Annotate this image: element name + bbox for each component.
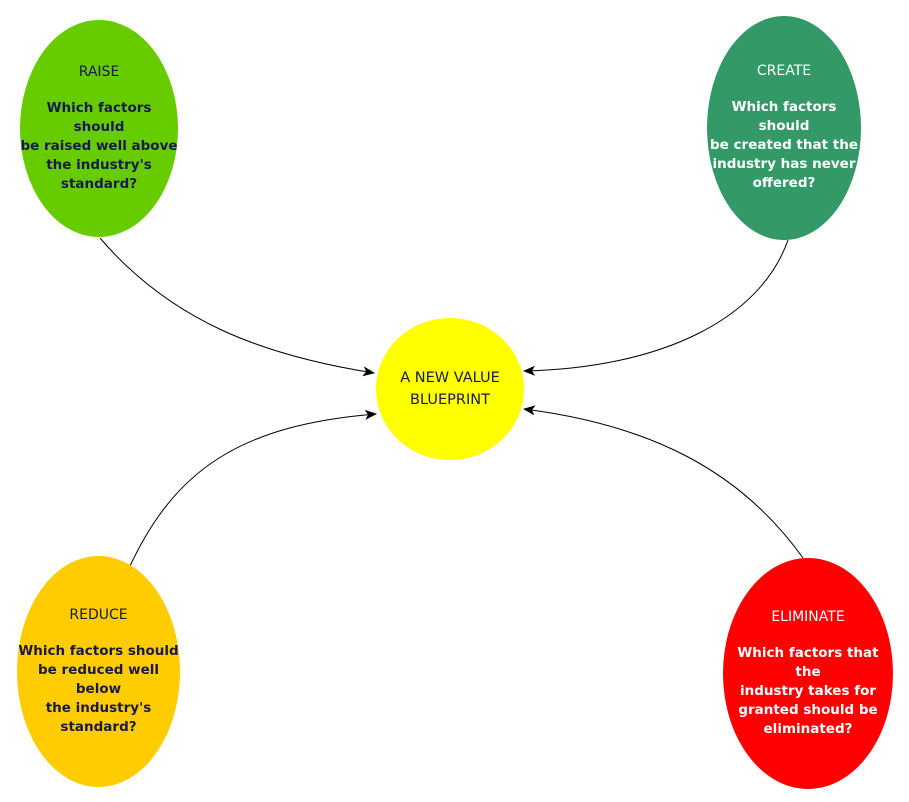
- raise-question-line: the industry's: [46, 156, 152, 173]
- center-node: A NEW VALUE BLUEPRINT: [376, 318, 524, 460]
- raise-node: RAISE Which factors should be raised wel…: [20, 20, 178, 237]
- eliminate-node: ELIMINATE Which factors that the industr…: [723, 558, 893, 789]
- raise-question-line: Which factors should: [46, 99, 152, 135]
- reduce-title: REDUCE: [69, 606, 128, 623]
- center-label-line: BLUEPRINT: [410, 392, 490, 408]
- reduce-question: Which factors should be reduced well bel…: [17, 642, 180, 737]
- eliminate-question-line: Which factors that the: [737, 644, 879, 680]
- create-question-line: offered?: [752, 175, 816, 191]
- raise-title: RAISE: [78, 63, 120, 80]
- eliminate-question-line: granted should be: [738, 701, 878, 718]
- reduce-question-line: Which factors should: [18, 642, 179, 659]
- eliminate-question: Which factors that the industry takes fo…: [723, 644, 893, 739]
- eliminate-question-line: eliminated?: [763, 720, 853, 737]
- raise-question-line: standard?: [60, 175, 138, 192]
- center-label-line: A NEW VALUE: [400, 370, 500, 386]
- reduce-question-line: the industry's: [45, 699, 152, 716]
- create-node: CREATE Which factors should be created t…: [707, 16, 861, 240]
- reduce-question-line: be reduced well below: [37, 661, 159, 697]
- arrow-raise-to-center: [99, 237, 375, 377]
- reduce-question-line: standard?: [60, 718, 137, 735]
- create-question-line: industry has never: [712, 156, 856, 172]
- arrow-reduce-to-center: [129, 409, 377, 567]
- reduce-node: REDUCE Which factors should be reduced w…: [17, 556, 180, 787]
- raise-question: Which factors should be raised well abov…: [20, 99, 178, 194]
- eliminate-title: ELIMINATE: [771, 608, 845, 625]
- eliminate-question-line: industry takes for: [739, 682, 877, 699]
- create-question-line: be created that the: [710, 137, 858, 153]
- raise-question-line: be raised well above: [20, 137, 178, 154]
- create-question-line: Which factors should: [731, 99, 837, 134]
- create-title: CREATE: [756, 63, 812, 79]
- arrow-eliminate-to-center: [523, 405, 804, 559]
- create-question: Which factors should be created that the…: [707, 98, 861, 193]
- arrow-create-to-center: [523, 239, 789, 376]
